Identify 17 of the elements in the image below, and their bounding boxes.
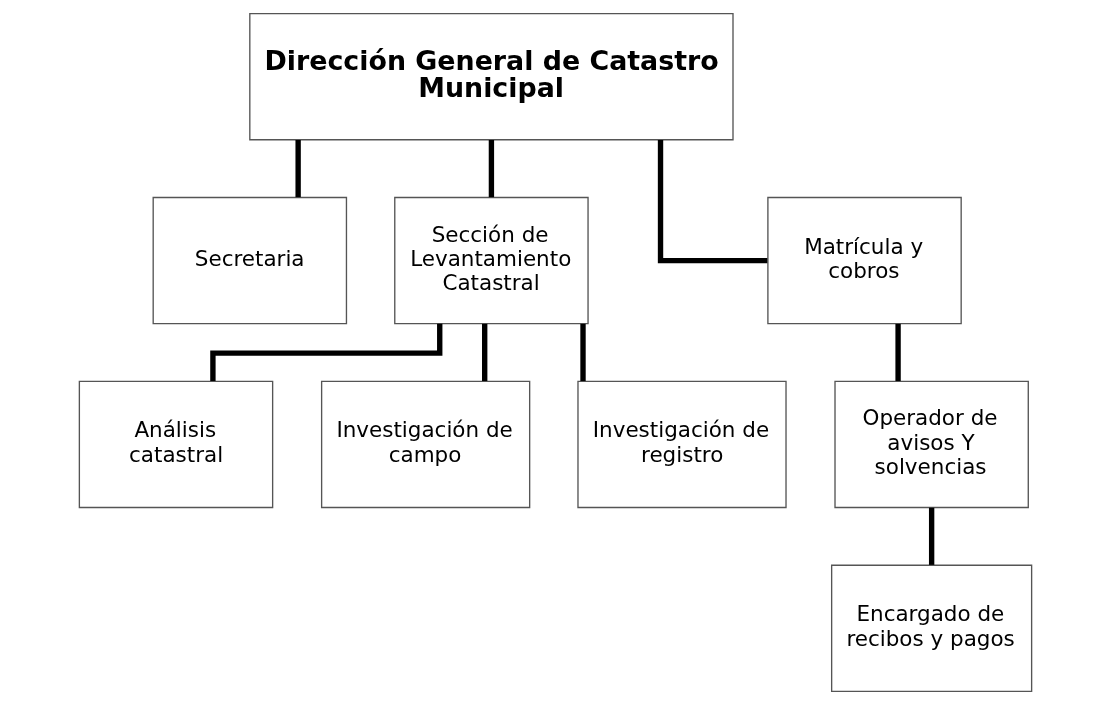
node-box: Investigación de registro <box>577 380 787 509</box>
node-box: Dirección General de Catastro Municipal <box>249 12 734 141</box>
node-box: Operador de avisos Y solvencias <box>834 380 1029 509</box>
connector <box>295 139 301 198</box>
node-box: Matrícula y cobros <box>767 196 962 325</box>
node-box: Sección de Levantamiento Catastral <box>394 196 589 325</box>
connector <box>895 323 901 382</box>
node-box: Encargado de recibos y pagos <box>831 564 1033 693</box>
connector <box>210 323 443 382</box>
node-box: Secretaria <box>152 196 348 325</box>
connector <box>928 507 935 565</box>
connector <box>482 323 488 382</box>
connector <box>488 139 495 198</box>
connector <box>580 323 586 382</box>
node-box: Investigación de campo <box>320 380 531 509</box>
node-box: Análisis catastral <box>78 380 274 509</box>
connector <box>657 139 768 264</box>
